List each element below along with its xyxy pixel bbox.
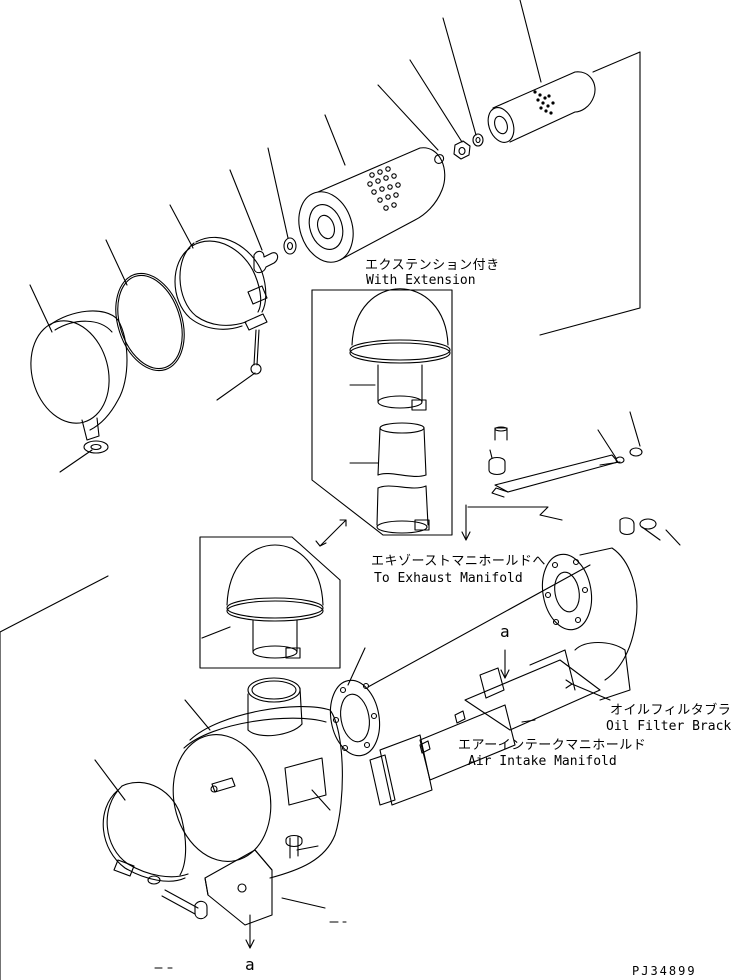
standard-cap-box: [199, 536, 341, 669]
exhaust-bracket: [461, 426, 643, 541]
air-cleaner-body: [172, 677, 343, 879]
nuts-and-washers-top: [434, 133, 484, 164]
alternative-double-arrow: [315, 519, 347, 547]
band-clamp: [174, 236, 268, 375]
end-cover: [30, 310, 128, 454]
label-exhaust-en: To Exhaust Manifold: [374, 571, 523, 586]
drawing-code: PJ34899: [632, 964, 697, 978]
body-clamp: [102, 781, 189, 885]
label-oil-filter-jp: オイルフィルタブラケット: [610, 703, 731, 718]
primary-filter-element: [298, 147, 446, 263]
safety-filter-element: [487, 71, 596, 143]
label-air-intake-en: Air Intake Manifold: [468, 754, 617, 769]
wing-nut: [253, 237, 297, 274]
tick-marks: [154, 921, 347, 969]
label-air-intake-jp: エアーインテークマニホールド: [458, 738, 647, 753]
seal-ring: [115, 272, 185, 372]
label-extension-jp: エクステンション付き: [365, 258, 500, 273]
label-oil-filter-en: Oil Filter Bracket: [606, 719, 731, 734]
leader-lines: [29, 0, 681, 909]
exhaust-manifold: [541, 517, 657, 701]
extension-callout-box: [311, 288, 453, 536]
intake-manifold: [369, 649, 611, 806]
reference-mark-a-bottom: a: [245, 955, 255, 974]
mounting-bracket: [161, 834, 303, 949]
label-exhaust-jp: エキゾーストマニホールドへ: [371, 554, 546, 569]
boundary-lines: [0, 51, 641, 980]
inlet-gasket: [329, 679, 381, 757]
reference-mark-a-top: a: [500, 622, 510, 641]
label-extension-en: With Extension: [366, 273, 476, 288]
